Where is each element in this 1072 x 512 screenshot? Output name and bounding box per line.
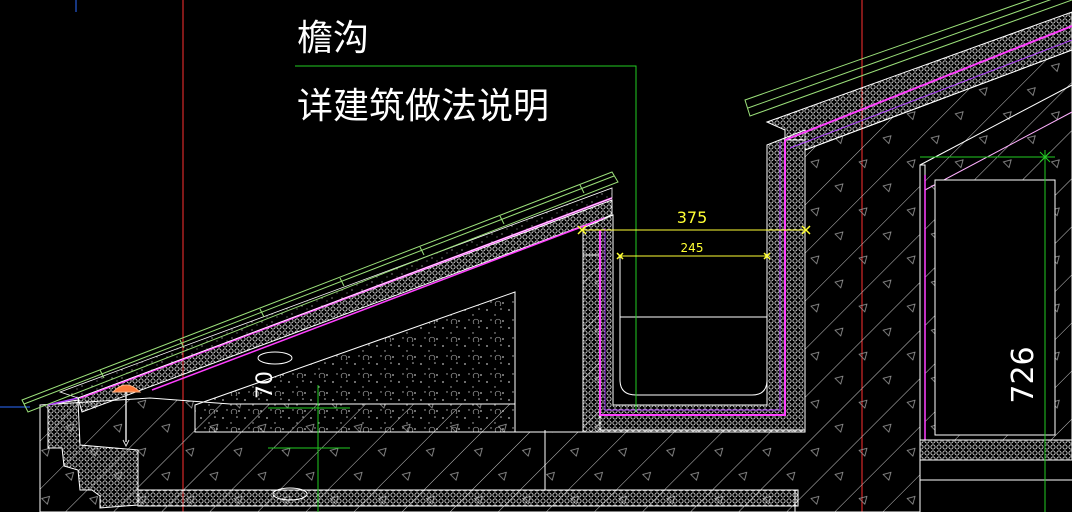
- service-openings: [257, 351, 308, 501]
- right-wall: [794, 84, 1072, 512]
- dimension-small: 70: [253, 371, 278, 399]
- gutter-trough: [582, 129, 806, 433]
- slope-fill: [194, 291, 516, 433]
- dimension-small-label: 70: [253, 371, 278, 399]
- note-title: 檐沟: [297, 18, 369, 59]
- dimension-inner: 245: [616, 241, 771, 260]
- dimension-inner-label: 245: [681, 241, 704, 255]
- dimension-outer-label: 375: [677, 208, 708, 227]
- eave-fixing: [111, 384, 142, 448]
- note-description: 详建筑做法说明: [297, 86, 549, 127]
- roof-tiles-left: [21, 171, 619, 413]
- concrete-structure: [39, 49, 1072, 512]
- annotation-note: 檐沟 详建筑做法说明: [297, 18, 549, 127]
- dimension-outer: 375: [577, 208, 811, 235]
- dimension-vertical-label: 726: [1006, 346, 1041, 403]
- eave-profile: [47, 397, 799, 509]
- leader-lines: [268, 65, 1055, 512]
- right-roof-layers: [744, 0, 1072, 151]
- dimension-vertical: 726: [1006, 346, 1041, 403]
